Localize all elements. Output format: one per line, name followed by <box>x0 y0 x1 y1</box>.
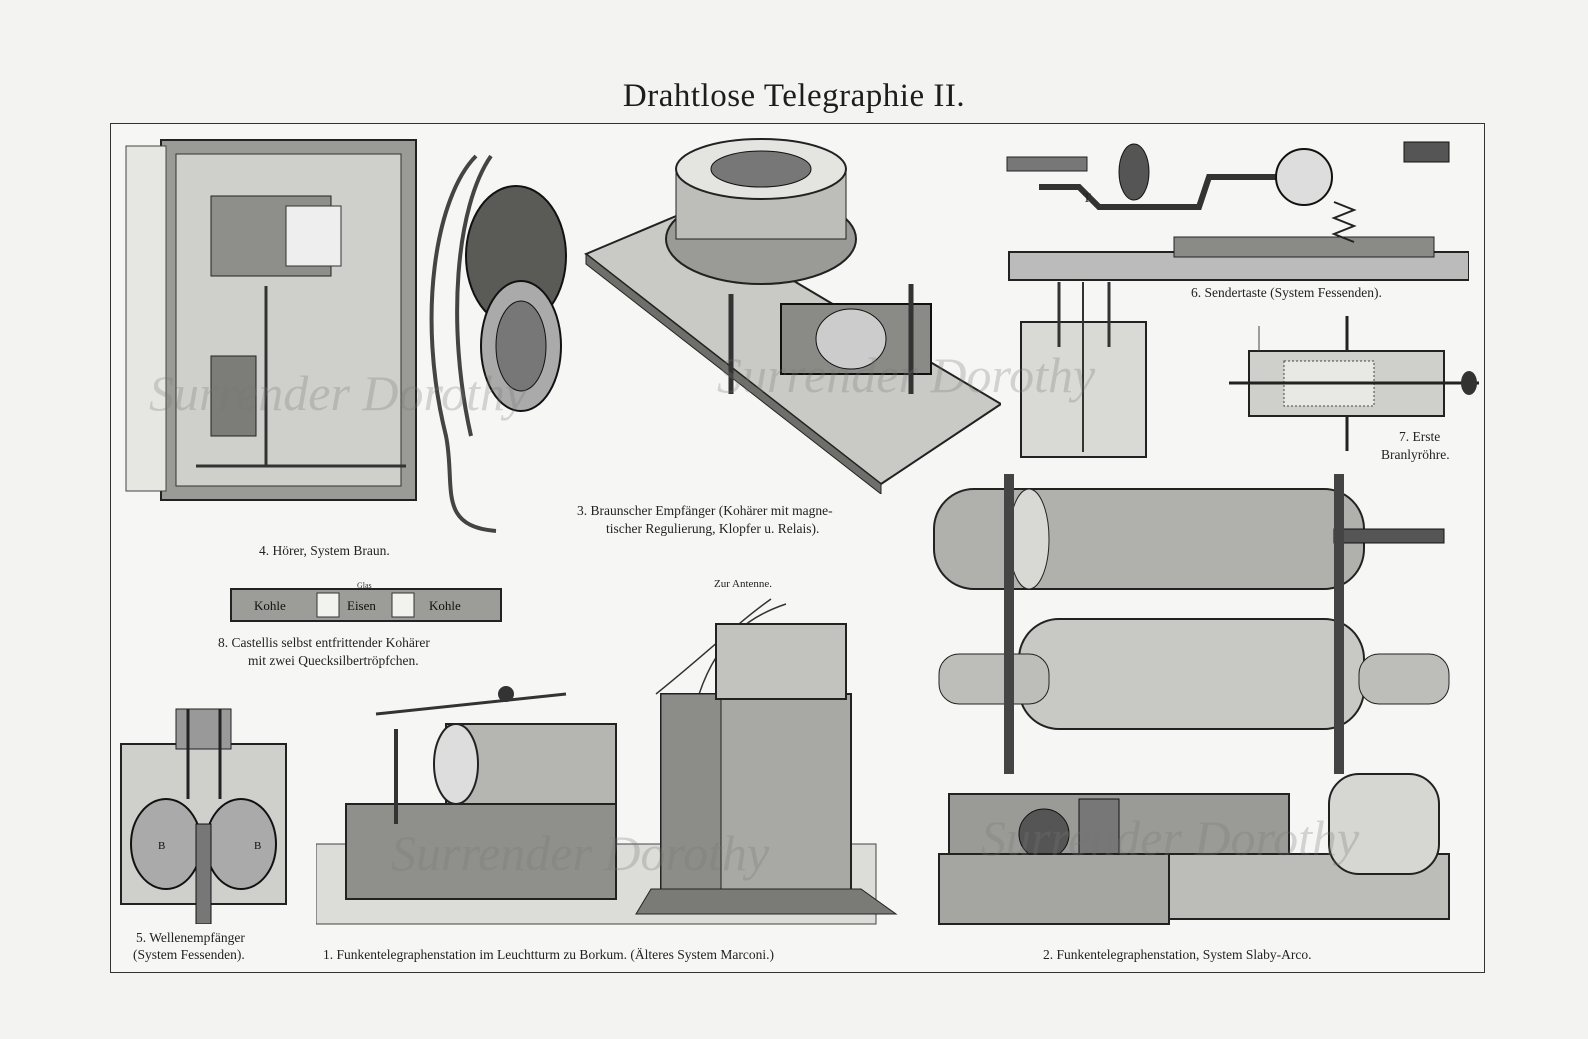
caption-fig7-line1: 7. Erste <box>1399 429 1441 444</box>
caption-fig1: 1. Funkentelegraphenstation im Leuchttur… <box>323 947 775 962</box>
label-B-right: B <box>254 840 261 852</box>
figure-3-braun-receiver-illustration <box>581 134 1001 494</box>
key-label-T: T <box>1083 190 1091 205</box>
caption-fig2: 2. Funkentelegraphenstation, System Slab… <box>1043 947 1312 962</box>
figure-4-hoerer-illustration <box>116 136 586 536</box>
figure-2-slaby-arco-station-illustration <box>929 474 1469 939</box>
figure-5-wellenempfaenger-illustration: B B <box>116 704 291 924</box>
caption-fig8-line2: mit zwei Quecksilbertröpfchen. <box>248 653 419 668</box>
label-kohle-right: Kohle <box>429 598 461 613</box>
caption-fig4: 4. Hörer, System Braun. <box>259 543 390 558</box>
label-B-left: B <box>158 840 165 852</box>
caption-fig5-line2: (System Fessenden). <box>133 947 245 962</box>
label-kohle-left: Kohle <box>254 598 286 613</box>
figure-6-sendertaste-illustration: T <box>999 132 1469 462</box>
caption-fig3-line2: tischer Regulierung, Klopfer u. Relais). <box>606 521 820 536</box>
label-eisen: Eisen <box>347 598 376 613</box>
page-title: Drahtlose Telegraphie II. <box>622 78 966 114</box>
figure-8-castelli-coherer-illustration: Kohle Eisen Kohle Glas <box>229 579 504 629</box>
caption-fig3-line1: 3. Braunscher Empfänger (Kohärer mit mag… <box>577 503 833 518</box>
illustration-plate: 4. Hörer, System Braun. 3. Braunscher Em… <box>110 123 1485 973</box>
figure-1-marconi-station-illustration <box>316 594 926 934</box>
caption-fig7-line2: Branlyröhre. <box>1381 447 1450 462</box>
caption-fig8-line1: 8. Castellis selbst entfrittender Kohäre… <box>218 635 430 650</box>
label-zur-antenne: Zur Antenne. <box>714 578 773 590</box>
caption-fig5-line1: 5. Wellenempfänger <box>136 930 245 945</box>
figure-7-branly-tube-illustration <box>1229 306 1484 456</box>
caption-fig6: 6. Sendertaste (System Fessenden). <box>1191 285 1382 300</box>
label-glas: Glas <box>357 581 372 590</box>
